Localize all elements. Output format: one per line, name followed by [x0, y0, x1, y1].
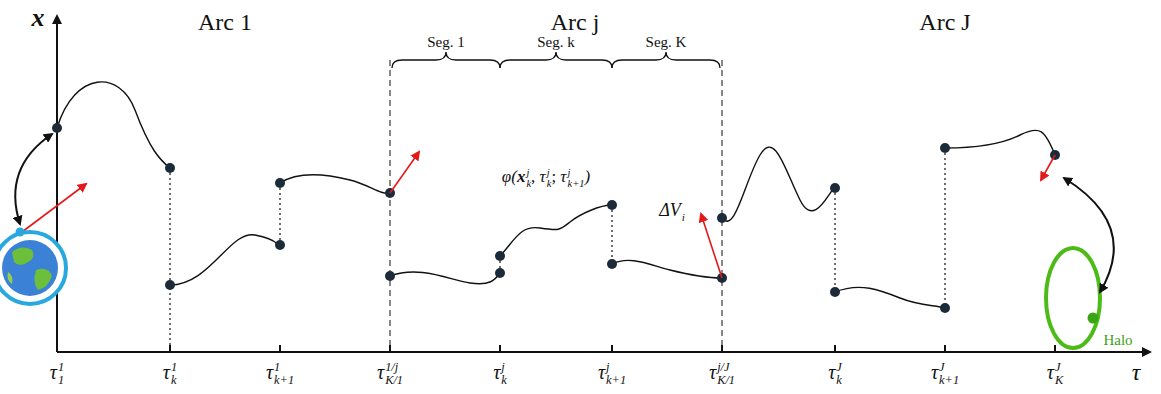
tick-label: τ11	[50, 361, 64, 387]
propagation-label-text: ,	[531, 167, 540, 186]
tick-label: τj/JK/1	[709, 361, 735, 387]
tick-label-text: τ	[598, 361, 605, 383]
halo-label-text: Halo	[1103, 332, 1132, 348]
arc-label: Arc J	[919, 10, 970, 34]
tick-label: τJk	[828, 361, 842, 387]
segment-label: Seg. K	[646, 35, 687, 50]
axis-label: x	[32, 5, 45, 31]
tick-label-text: τ	[163, 361, 170, 383]
tick-label-text: τ	[828, 361, 835, 383]
segment-label-text: Seg. 1	[427, 34, 465, 50]
index-stack: Jk+1	[939, 361, 959, 387]
propagation-label-text: τ	[560, 167, 566, 186]
subscript: K/1	[717, 374, 735, 387]
tick-label: τJK	[1047, 361, 1063, 387]
index-stack: jk+1	[606, 361, 626, 387]
tick-label-text: τ	[931, 361, 938, 383]
subscript: k+1	[274, 374, 294, 387]
segment-label: Seg. k	[537, 35, 575, 50]
superscript: 1	[58, 361, 64, 374]
arc-label: Arc j	[551, 10, 600, 34]
index-stack: jk	[501, 361, 507, 387]
propagation-label-text: ;	[551, 167, 560, 186]
subscript: k+1	[606, 374, 626, 387]
superscript: J	[1055, 361, 1063, 374]
index-stack: jk+1	[567, 167, 584, 189]
index-stack: jk	[547, 167, 552, 189]
arc-label-text: Arc 1	[198, 9, 252, 35]
tick-label-text: τ	[493, 361, 500, 383]
axis-label: τ	[1132, 360, 1141, 384]
subscript: k	[547, 178, 552, 189]
tick-label: τjk+1	[598, 361, 626, 387]
index-stack: j/JK/1	[717, 361, 735, 387]
propagation-label: φ(xjk, τjk; τjk+1)	[502, 167, 590, 189]
axis-label-text: x	[32, 3, 45, 32]
index-stack: 1k	[171, 361, 177, 387]
subscript: k	[501, 374, 507, 387]
segment-label-text: Seg. k	[537, 34, 575, 50]
subscript: 1	[58, 374, 64, 387]
tick-label-text: τ	[377, 361, 384, 383]
subscript: k	[171, 374, 177, 387]
superscript: J	[836, 361, 842, 374]
superscript: 1	[171, 361, 177, 374]
arc-label-text: Arc J	[919, 9, 970, 35]
superscript: j	[606, 361, 626, 374]
superscript: j	[501, 361, 507, 374]
tick-label: τjk	[493, 361, 507, 387]
superscript: j	[526, 167, 531, 178]
subscript: K	[1055, 374, 1063, 387]
segment-label-text: Seg. K	[646, 34, 687, 50]
propagation-label-text: τ	[540, 167, 546, 186]
superscript: j	[547, 167, 552, 178]
subscript: k+1	[567, 178, 584, 189]
propagation-label-text: φ(	[502, 167, 517, 186]
superscript: 1/j	[385, 361, 403, 374]
subscript: i	[682, 212, 685, 224]
tick-label-text: τ	[709, 361, 716, 383]
subscript: k	[836, 374, 842, 387]
subscript: k	[526, 178, 531, 189]
tick-label: τ1k+1	[266, 361, 294, 387]
index-stack: JK	[1055, 361, 1063, 387]
propagation-label-text: )	[585, 167, 591, 186]
tick-label-text: τ	[266, 361, 273, 383]
tick-label: τJk+1	[931, 361, 959, 387]
tick-label: τ1/jK/1	[377, 361, 403, 387]
index-stack: i	[682, 200, 685, 223]
superscript: 1	[274, 361, 294, 374]
spacer	[682, 200, 685, 212]
superscript: J	[939, 361, 959, 374]
arc-label: Arc 1	[198, 10, 252, 34]
superscript: j/J	[717, 361, 735, 374]
halo-label: Halo	[1103, 333, 1132, 348]
delta-v-label: ΔV i	[659, 200, 685, 223]
subscript: k+1	[939, 374, 959, 387]
subscript: K/1	[385, 374, 403, 387]
tick-label-text: τ	[50, 361, 57, 383]
index-stack: 1k+1	[274, 361, 294, 387]
propagation-label-text: x	[517, 167, 526, 186]
index-stack: jk	[526, 167, 531, 189]
superscript: j	[567, 167, 584, 178]
tick-label: τ1k	[163, 361, 177, 387]
delta-v-label-text: ΔV	[659, 200, 681, 220]
axis-label-text: τ	[1132, 359, 1141, 385]
segment-label: Seg. 1	[427, 35, 465, 50]
arc-label-text: Arc j	[551, 9, 600, 35]
index-stack: Jk	[836, 361, 842, 387]
tick-label-text: τ	[1047, 361, 1054, 383]
index-stack: 11	[58, 361, 64, 387]
index-stack: 1/jK/1	[385, 361, 403, 387]
